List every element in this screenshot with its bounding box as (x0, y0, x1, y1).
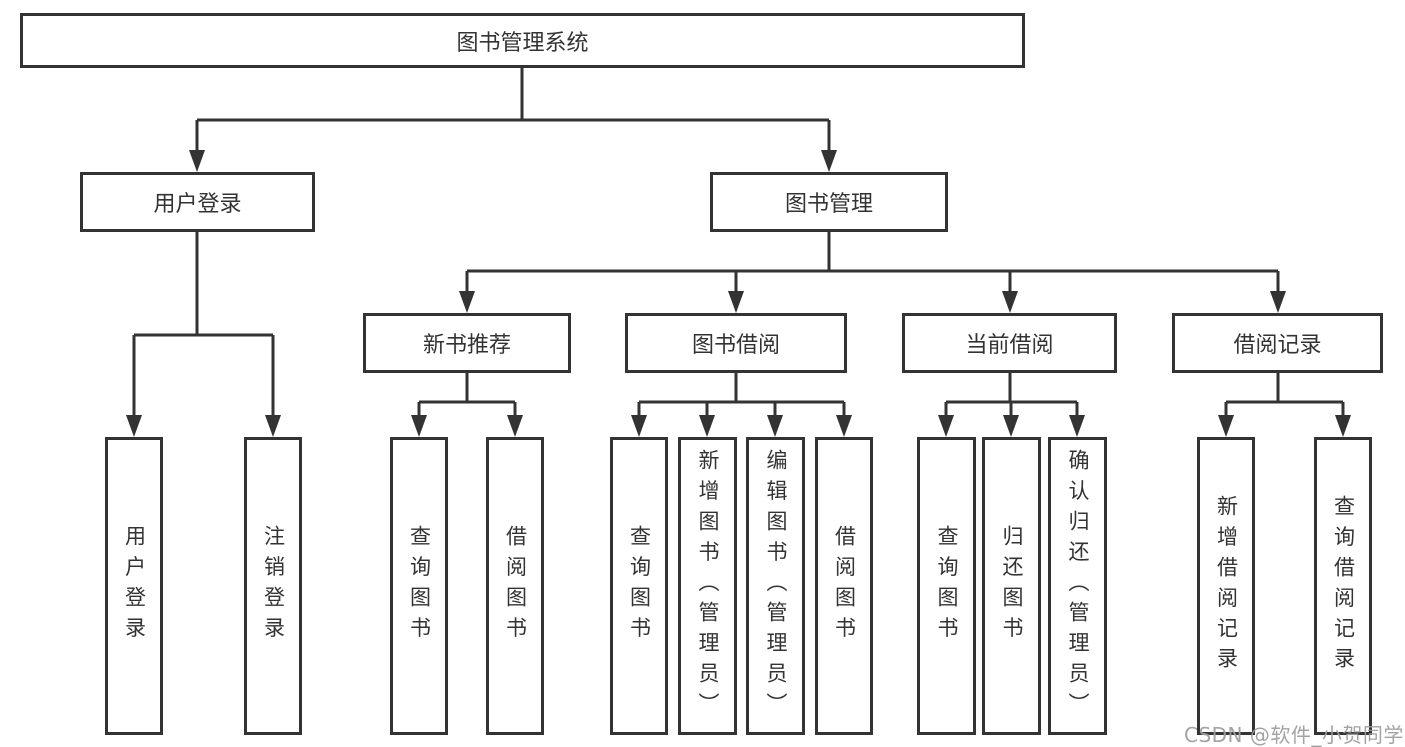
leaf-user-login: 用户登录 (105, 437, 163, 735)
connector-book-borrow-children (631, 373, 852, 437)
leaf-add-borrow-record: 新增借阅记录 (1197, 437, 1255, 735)
leaf-add-book-admin: 新增图书（管理员） (678, 437, 737, 735)
leaf-query-borrow-record: 查询借阅记录 (1314, 437, 1372, 735)
node-book-management-module: 图书管理 (710, 172, 948, 232)
connector-user-login-children (126, 232, 281, 437)
leaf-return-book: 归还图书 (982, 437, 1041, 735)
leaf-borrow-book-borrowing: 借阅图书 (815, 437, 873, 735)
leaf-logout: 注销登录 (244, 437, 302, 735)
leaf-query-book-borrowing: 查询图书 (610, 437, 668, 735)
node-new-book-recommend: 新书推荐 (363, 313, 571, 373)
node-borrowing-records: 借阅记录 (1172, 313, 1383, 373)
leaf-edit-book-admin: 编辑图书（管理员） (746, 437, 805, 735)
leaf-query-book-newbook: 查询图书 (390, 437, 448, 735)
leaf-confirm-return-admin: 确认归还（管理员） (1048, 437, 1107, 735)
leaf-borrow-book-newbook: 借阅图书 (486, 437, 544, 735)
node-root-system: 图书管理系统 (20, 13, 1025, 68)
connector-borrow-record-children (1218, 373, 1351, 437)
node-user-login-module: 用户登录 (80, 172, 315, 232)
connector-book-mgmt-children (459, 232, 1286, 313)
leaf-query-book-current: 查询图书 (917, 437, 976, 735)
node-current-borrowing: 当前借阅 (902, 313, 1117, 373)
connector-root-to-level2 (189, 68, 837, 172)
connector-new-book-children (411, 373, 523, 437)
node-book-borrowing: 图书借阅 (625, 313, 847, 373)
connector-current-borrow-children (938, 373, 1085, 437)
csdn-watermark: CSDN @软件_小贺同学 (1184, 723, 1404, 747)
